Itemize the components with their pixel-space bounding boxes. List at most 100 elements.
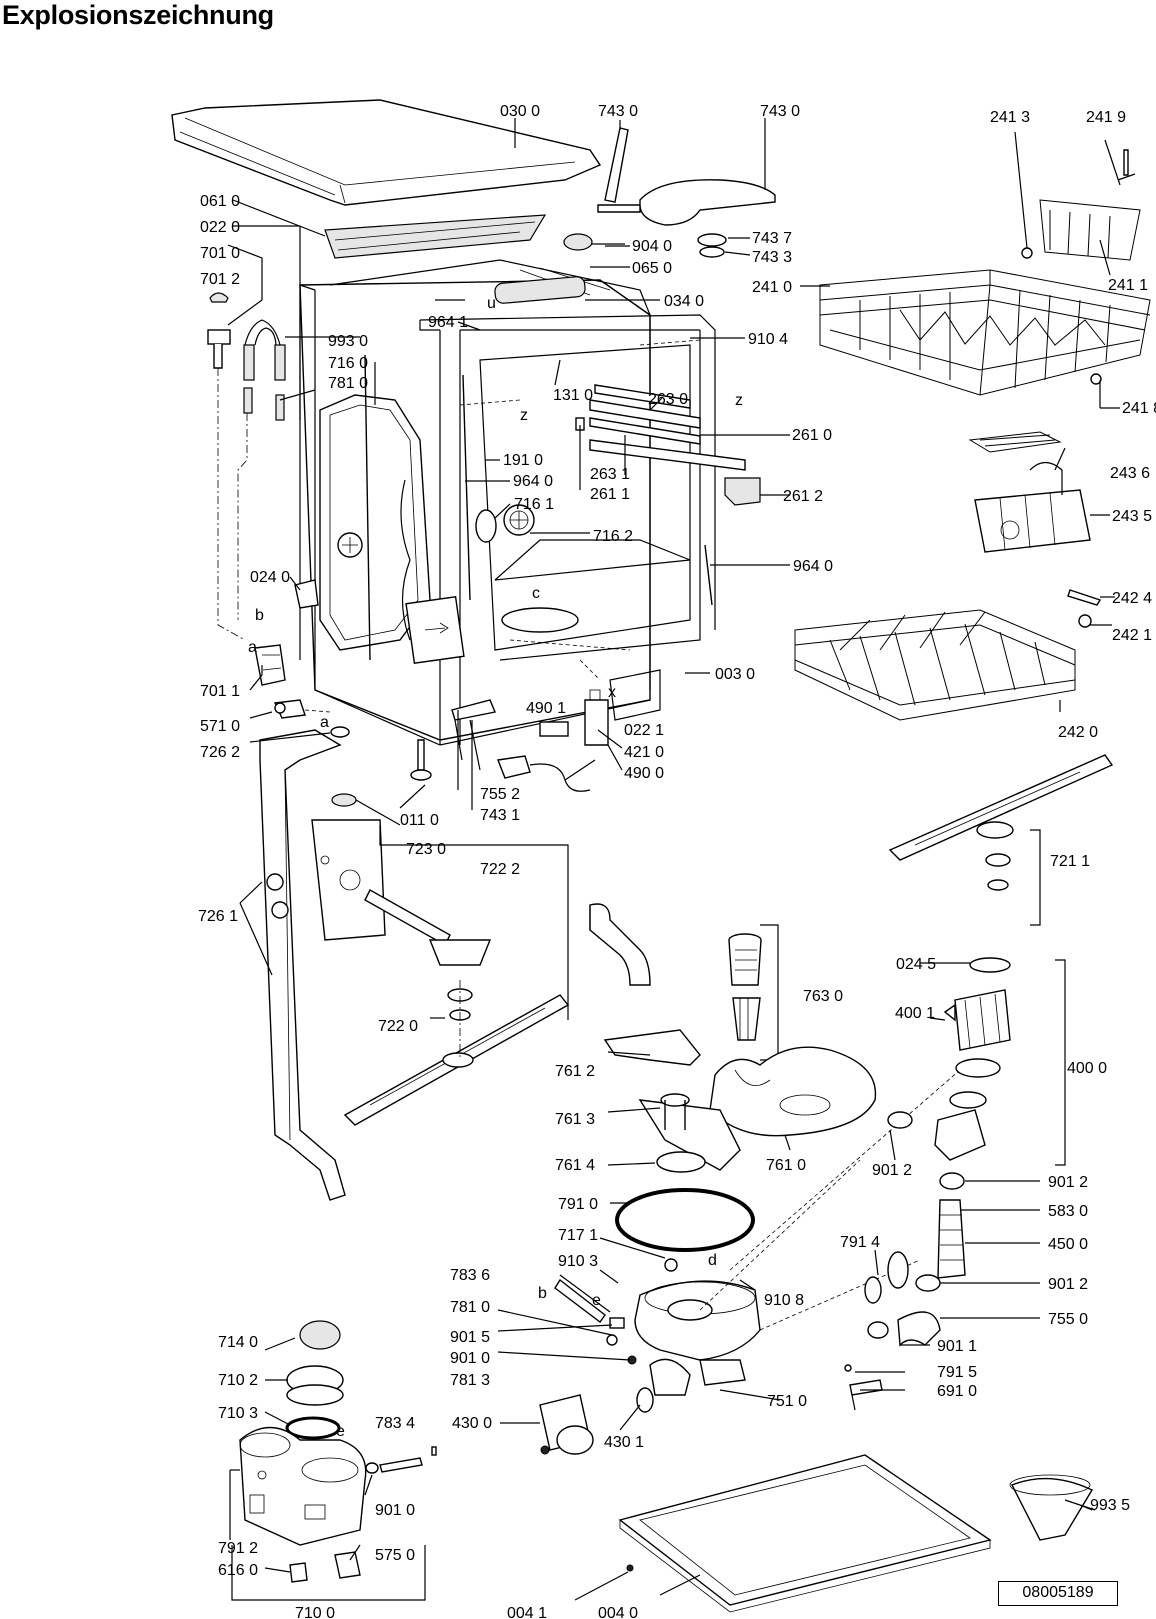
label-781-0-a: 781 0 bbox=[328, 375, 368, 392]
label-241-3: 241 3 bbox=[990, 109, 1030, 126]
label-716-2: 716 2 bbox=[593, 528, 633, 545]
label-691-0: 691 0 bbox=[937, 1383, 977, 1400]
label-781-0-b: 781 0 bbox=[450, 1299, 490, 1316]
label-242-4: 242 4 bbox=[1112, 590, 1152, 607]
label-723-0: 723 0 bbox=[406, 841, 446, 858]
label-241-0: 241 0 bbox=[752, 279, 792, 296]
hose-assembly bbox=[207, 244, 286, 641]
label-490-1: 490 1 bbox=[526, 700, 566, 717]
label-763-0: 763 0 bbox=[803, 988, 843, 1005]
label-242-1: 242 1 bbox=[1112, 627, 1152, 644]
label-722-2: 722 2 bbox=[480, 861, 520, 878]
label-241-1: 241 1 bbox=[1108, 277, 1148, 294]
label-743-0-b: 743 0 bbox=[760, 103, 800, 120]
label-490-0: 490 0 bbox=[624, 765, 664, 782]
label-964-0-a: 964 0 bbox=[513, 473, 553, 490]
label-761-0: 761 0 bbox=[766, 1157, 806, 1174]
label-003-0: 003 0 bbox=[715, 666, 755, 683]
base-plate bbox=[618, 1454, 992, 1613]
label-263-1: 263 1 bbox=[590, 466, 630, 483]
label-261-0: 261 0 bbox=[792, 427, 832, 444]
letter-e-1: e bbox=[592, 1292, 601, 1309]
label-241-9: 241 9 bbox=[1086, 109, 1126, 126]
upper-rack bbox=[819, 269, 1151, 396]
top-cover bbox=[171, 99, 602, 206]
label-714-0: 714 0 bbox=[218, 1334, 258, 1351]
letter-c: c bbox=[532, 585, 540, 602]
label-755-2: 755 2 bbox=[480, 786, 520, 803]
label-726-1: 726 1 bbox=[198, 908, 238, 925]
label-011-0: 011 0 bbox=[400, 812, 439, 829]
label-726-2: 726 2 bbox=[200, 744, 240, 761]
sump-assembly bbox=[634, 1280, 761, 1396]
label-022-1: 022 1 bbox=[624, 722, 664, 739]
label-034-0: 034 0 bbox=[664, 293, 704, 310]
label-243-5: 243 5 bbox=[1112, 508, 1152, 525]
label-993-5: 993 5 bbox=[1090, 1497, 1130, 1514]
label-904-0: 904 0 bbox=[632, 238, 672, 255]
part-labels: 030 0 743 0 743 0 241 3 241 9 061 0 022 … bbox=[198, 103, 1156, 1619]
label-743-0-a: 743 0 bbox=[598, 103, 638, 120]
label-743-7: 743 7 bbox=[752, 230, 792, 247]
letter-z-2: z bbox=[735, 392, 743, 409]
label-710-3: 710 3 bbox=[218, 1405, 258, 1422]
label-583-0: 583 0 bbox=[1048, 1203, 1088, 1220]
label-400-0: 400 0 bbox=[1067, 1060, 1107, 1077]
label-761-2: 761 2 bbox=[555, 1063, 595, 1080]
label-901-0-b: 901 0 bbox=[375, 1502, 415, 1519]
label-901-5: 901 5 bbox=[450, 1329, 490, 1346]
label-571-0: 571 0 bbox=[200, 718, 240, 735]
leader-lines bbox=[229, 131, 1121, 1596]
label-717-1: 717 1 bbox=[558, 1227, 598, 1244]
label-065-0: 065 0 bbox=[632, 260, 672, 277]
letter-a-1: a bbox=[248, 639, 257, 656]
label-761-3: 761 3 bbox=[555, 1111, 595, 1128]
long-pipe bbox=[259, 729, 346, 1201]
label-743-3: 743 3 bbox=[752, 249, 792, 266]
label-421-0: 421 0 bbox=[624, 744, 664, 761]
label-716-1: 716 1 bbox=[514, 496, 554, 513]
label-701-0: 701 0 bbox=[200, 245, 240, 262]
letter-b-1: b bbox=[255, 607, 264, 624]
letter-z-1: z bbox=[520, 407, 528, 424]
label-791-5: 791 5 bbox=[937, 1364, 977, 1381]
label-964-1: 964 1 bbox=[428, 314, 468, 331]
label-710-2: 710 2 bbox=[218, 1372, 258, 1389]
label-761-4: 761 4 bbox=[555, 1157, 595, 1174]
label-191-0: 191 0 bbox=[503, 452, 543, 469]
label-701-1: 701 1 bbox=[200, 683, 240, 700]
letter-u: u bbox=[487, 295, 496, 312]
label-243-6: 243 6 bbox=[1110, 465, 1150, 482]
label-791-2: 791 2 bbox=[218, 1540, 258, 1557]
label-755-0: 755 0 bbox=[1048, 1311, 1088, 1328]
label-004-1: 004 1 bbox=[507, 1605, 547, 1619]
label-131-0: 131 0 bbox=[553, 387, 593, 404]
label-722-0: 722 0 bbox=[378, 1018, 418, 1035]
label-901-2-c: 901 2 bbox=[1048, 1276, 1088, 1293]
label-616-0: 616 0 bbox=[218, 1562, 258, 1579]
label-910-3: 910 3 bbox=[558, 1253, 598, 1270]
label-901-1: 901 1 bbox=[937, 1338, 977, 1355]
label-030-0: 030 0 bbox=[500, 103, 540, 120]
label-263-0: 263 0 bbox=[648, 391, 688, 408]
label-743-1: 743 1 bbox=[480, 807, 520, 824]
label-701-2: 701 2 bbox=[200, 271, 240, 288]
label-430-1: 430 1 bbox=[604, 1434, 644, 1451]
label-783-6: 783 6 bbox=[450, 1267, 490, 1284]
label-575-0: 575 0 bbox=[375, 1547, 415, 1564]
label-993-0: 993 0 bbox=[328, 333, 368, 350]
page-title: Explosionszeichnung bbox=[2, 0, 274, 30]
label-061-0: 061 0 bbox=[200, 193, 240, 210]
label-964-0-b: 964 0 bbox=[793, 558, 833, 575]
salt-container bbox=[239, 1426, 367, 1546]
label-791-4: 791 4 bbox=[840, 1234, 880, 1251]
label-910-8: 910 8 bbox=[764, 1292, 804, 1309]
label-430-0: 430 0 bbox=[452, 1415, 492, 1432]
letter-a-2: a bbox=[320, 714, 329, 731]
label-901-0-a: 901 0 bbox=[450, 1350, 490, 1367]
lower-rack bbox=[794, 609, 1076, 721]
label-024-0: 024 0 bbox=[250, 569, 290, 586]
door-inner-panel bbox=[319, 394, 465, 664]
label-901-2-a: 901 2 bbox=[872, 1162, 912, 1179]
